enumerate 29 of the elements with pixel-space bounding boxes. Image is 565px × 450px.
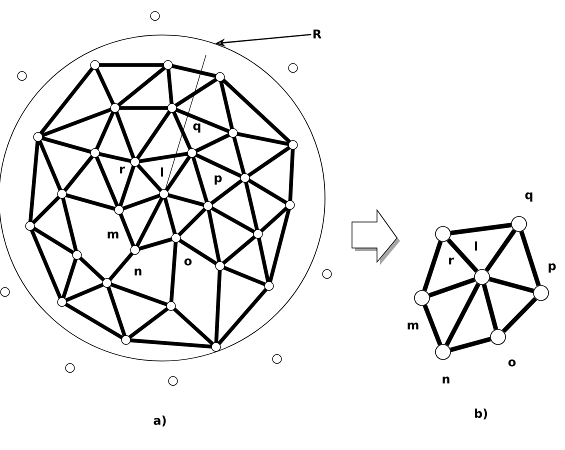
vertex-label: l [160,167,164,177]
edge-line [444,282,480,346]
text-label: R [313,30,322,38]
edge-line [422,304,442,346]
vertex-label: q [525,192,532,202]
vertex-label: n [442,376,450,384]
edge-line [519,230,541,286]
vertex-label: l [474,241,478,251]
vertex-label: m [108,232,118,238]
vertex-label: m [408,322,418,330]
edge-line [446,238,478,273]
edge-line [428,277,476,298]
vertex-label: o [508,360,516,366]
vertex-label: b) [474,408,488,420]
vertex-label: n [134,268,142,276]
edge-line [489,276,534,294]
vertex-label: p [548,263,556,273]
vertex-label: q [193,123,200,133]
edge-line [450,336,491,352]
edge-line [450,222,512,236]
vertex-label: o [184,258,192,266]
vertex-label: r [449,258,454,264]
edge-line [422,240,443,292]
vertex-label: r [120,166,125,174]
edge-line [484,229,516,272]
edge-line [502,297,538,333]
vertex-label: p [214,175,222,185]
edge-line [482,284,498,330]
vertex-label: a) [154,416,166,426]
